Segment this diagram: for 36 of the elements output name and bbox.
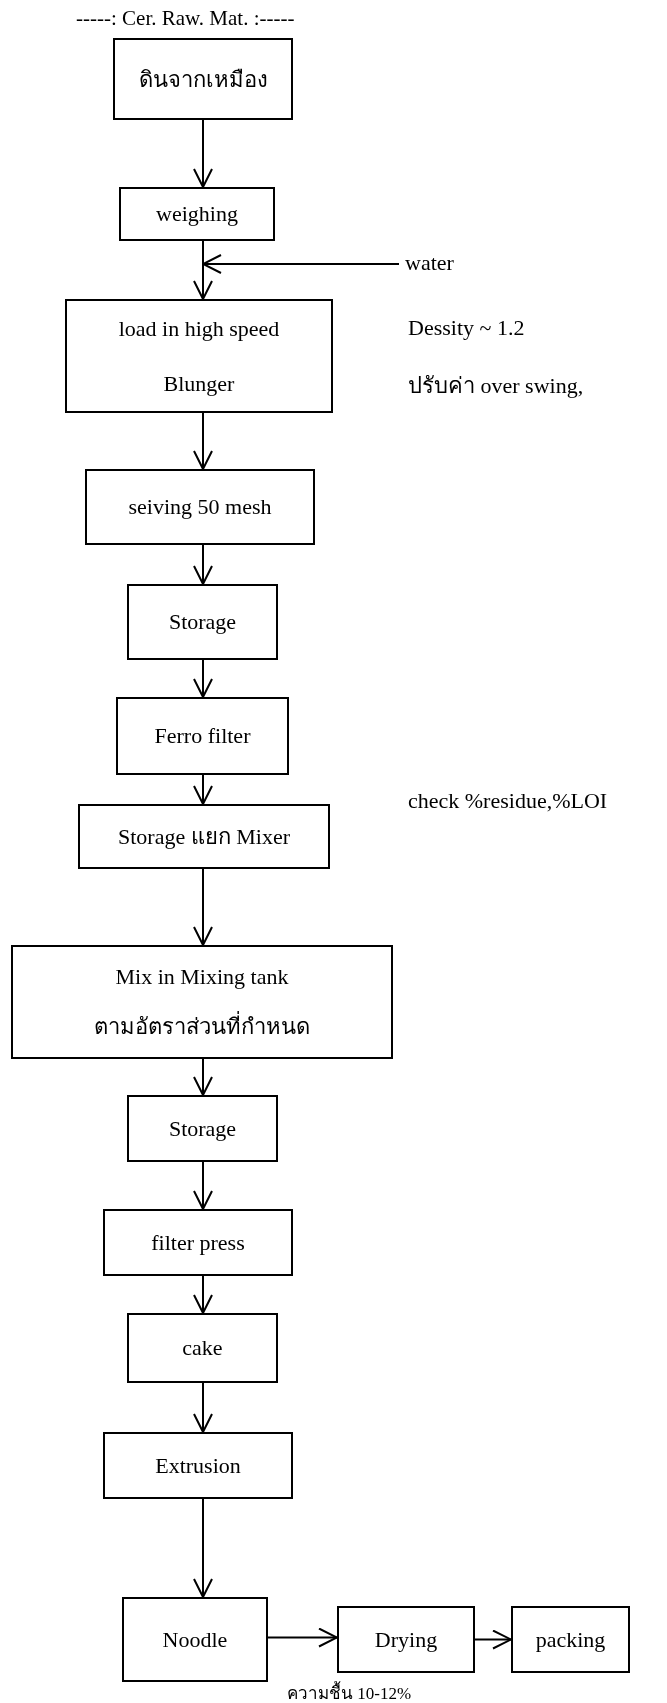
note-text: Dessity ~ 1.2 xyxy=(408,315,525,341)
process-box: weighing xyxy=(119,187,275,241)
process-box: Storage แยก Mixer xyxy=(78,804,330,869)
process-box: Storage xyxy=(127,1095,278,1162)
process-box: Ferro filter xyxy=(116,697,289,775)
process-box: load in high speed Blunger xyxy=(65,299,333,413)
process-box: Storage xyxy=(127,584,278,660)
arrow xyxy=(193,659,213,698)
process-box: ดินจากเหมือง xyxy=(113,38,293,120)
arrow xyxy=(193,240,213,300)
arrow xyxy=(202,254,400,274)
arrow xyxy=(193,119,213,188)
arrow xyxy=(193,1382,213,1433)
process-box: filter press xyxy=(103,1209,293,1276)
arrow xyxy=(193,1275,213,1314)
process-box: Extrusion xyxy=(103,1432,293,1499)
arrow xyxy=(193,1058,213,1096)
arrow xyxy=(267,1627,338,1648)
arrow xyxy=(193,544,213,585)
note-text: ความชื้น 10-12% xyxy=(287,1679,412,1703)
process-box: Noodle xyxy=(122,1597,268,1682)
title: -----: Cer. Raw. Mat. :----- xyxy=(76,6,295,31)
arrow xyxy=(193,1498,213,1598)
note-text: check %residue,%LOI xyxy=(408,788,608,814)
process-box: cake xyxy=(127,1313,278,1383)
arrow xyxy=(474,1629,512,1650)
note-text: ปรับค่า over swing, xyxy=(408,372,584,400)
process-box: seiving 50 mesh xyxy=(85,469,315,545)
arrow xyxy=(193,1161,213,1210)
arrow xyxy=(193,774,213,805)
arrow xyxy=(193,412,213,470)
process-box: Drying xyxy=(337,1606,475,1673)
process-box: Mix in Mixing tank ตามอัตราส่วนที่กำหนด xyxy=(11,945,393,1059)
process-box: packing xyxy=(511,1606,630,1673)
input-label: water xyxy=(405,250,454,276)
arrow xyxy=(193,868,213,946)
